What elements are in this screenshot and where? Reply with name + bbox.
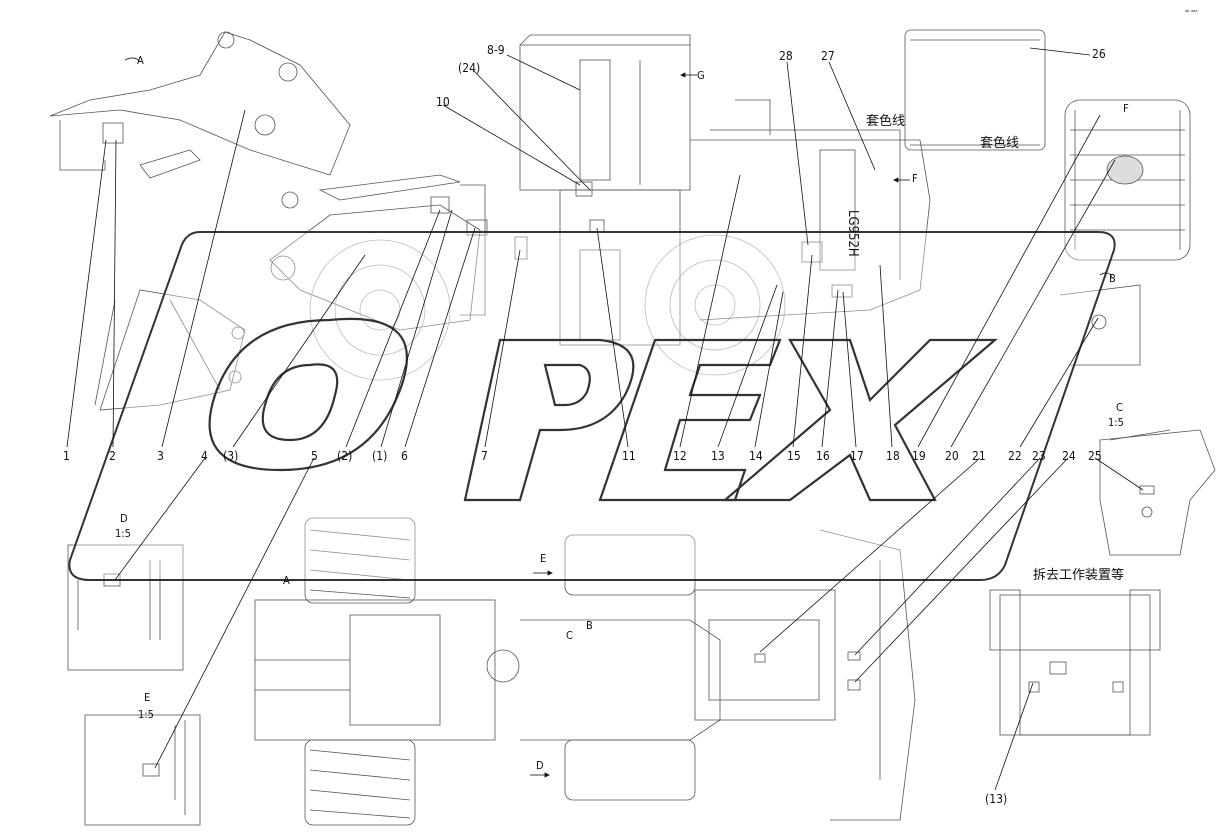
callout-2: 2 <box>109 449 116 463</box>
callout-paren-24: (24) <box>458 61 481 75</box>
detail-e-drawing <box>84 714 201 826</box>
callout-23: 23 <box>1032 449 1046 463</box>
callout-27: 27 <box>821 49 835 63</box>
view-d-plan: D <box>536 759 544 772</box>
callout-1: 1 <box>63 449 70 463</box>
view-e-plan: E <box>540 552 547 565</box>
plan-view-drawing <box>254 517 916 826</box>
detail-c-drawing <box>1099 429 1216 556</box>
callout-22: 22 <box>1008 449 1022 463</box>
callout-paren-13-bottom: (13) <box>985 792 1008 806</box>
view-b-right: B <box>1109 272 1116 285</box>
callout-14: 14 <box>749 449 763 463</box>
detail-d-scale: 1:5 <box>115 527 131 540</box>
detail-c-scale: 1:5 <box>1108 416 1124 429</box>
view-b-plan: B <box>586 619 593 632</box>
callout-paren-3: (3) <box>223 449 239 463</box>
color-line-note-1: 套色线 <box>866 114 906 129</box>
model-text: LG952H <box>845 210 860 257</box>
callout-25: 25 <box>1088 449 1102 463</box>
view-a-plan: A <box>283 574 290 587</box>
detail-c-name: C <box>1116 401 1123 414</box>
callout-6: 6 <box>401 449 408 463</box>
cab-body-drawing <box>514 34 931 346</box>
corner-mark: ᵃᵇ ᵃᵃᵃ <box>1185 9 1198 16</box>
callout-paren-1: (1) <box>372 449 388 463</box>
detail-d-name: D <box>120 512 128 525</box>
callout-12: 12 <box>673 449 687 463</box>
callout-10: 10 <box>436 95 450 109</box>
callout-19: 19 <box>912 449 926 463</box>
color-line-note-2: 套色线 <box>980 136 1020 151</box>
callout-16: 16 <box>816 449 830 463</box>
callout-18: 18 <box>886 449 900 463</box>
callout-11: 11 <box>622 449 636 463</box>
callout-17: 17 <box>850 449 864 463</box>
callout-24: 24 <box>1062 449 1076 463</box>
opex-watermark <box>68 231 1116 581</box>
callout-28: 28 <box>779 49 793 63</box>
view-f-right: F <box>1123 102 1129 115</box>
remove-attachment-note: 拆去工作装置等 <box>1033 568 1125 583</box>
detail-e-name: E <box>144 691 151 704</box>
view-f-top: F <box>912 172 918 185</box>
callout-26: 26 <box>1092 47 1106 61</box>
frame-removed-drawing <box>989 589 1161 736</box>
view-c-plan: C <box>566 629 573 642</box>
detail-e-scale: 1:5 <box>138 708 154 721</box>
callout-13: 13 <box>711 449 725 463</box>
callout-7: 7 <box>481 449 488 463</box>
callout-21: 21 <box>972 449 986 463</box>
callout-paren-2: (2) <box>337 449 353 463</box>
leader-lines <box>66 47 1144 791</box>
wheels-side-drawing <box>309 234 786 381</box>
detail-d-drawing <box>67 544 184 671</box>
callout-15: 15 <box>787 449 801 463</box>
callout-4: 4 <box>201 449 208 463</box>
callout-20: 20 <box>945 449 959 463</box>
callout-8-9: 8-9 <box>487 43 505 57</box>
view-arrows <box>124 57 1113 778</box>
loader-arm-drawing <box>49 31 488 411</box>
callout-5: 5 <box>311 449 318 463</box>
view-a-top: A <box>137 54 144 67</box>
view-g-top: G <box>697 69 705 82</box>
callout-3: 3 <box>157 449 164 463</box>
